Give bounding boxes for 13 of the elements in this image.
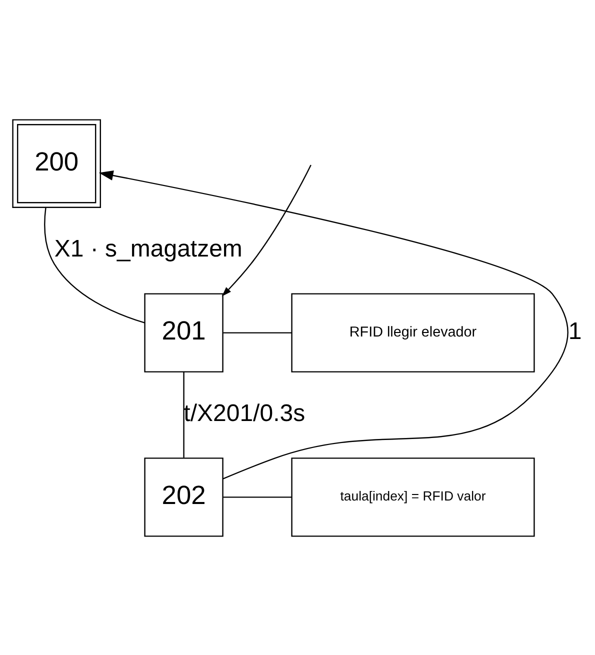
node-box: 200 <box>12 118 101 208</box>
connector <box>183 371 184 458</box>
node-box: 201 <box>144 292 224 372</box>
connector <box>223 332 292 333</box>
edge-label: 1 <box>568 317 582 344</box>
edge-label: X1 · s_magatzem <box>54 235 242 262</box>
node-box: 202 <box>144 457 224 536</box>
node-box: taula[index] = RFID valor <box>291 457 535 536</box>
arrow <box>98 170 568 479</box>
connector <box>223 496 292 498</box>
arrow <box>222 164 312 296</box>
node-box: RFID llegir elevador <box>291 292 535 372</box>
connector <box>44 206 145 323</box>
